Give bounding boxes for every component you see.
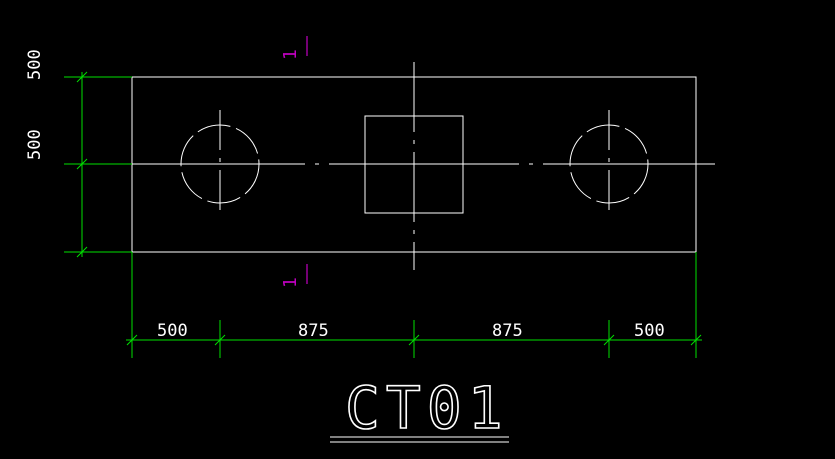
vertical-dimension-2: 500: [25, 129, 45, 160]
pile-right: [569, 110, 649, 218]
pile-left: [180, 110, 260, 218]
drawing-title: CT01: [345, 374, 509, 442]
horizontal-dimension-1: 500: [157, 321, 188, 341]
section-label-top: 1: [280, 49, 301, 60]
horizontal-dimension-4: 500: [634, 321, 665, 341]
vertical-dimension-chain: [64, 71, 132, 258]
horizontal-dimension-chain: [126, 252, 702, 358]
section-marker-bottom: 1: [280, 264, 308, 288]
vertical-dimension-1: 500: [25, 49, 45, 80]
horizontal-dimension-2: 875: [298, 321, 329, 341]
column-outline: [364, 115, 464, 214]
horizontal-dimension-3: 875: [492, 321, 523, 341]
section-label-bottom: 1: [280, 277, 301, 288]
section-marker-top: 1: [280, 36, 308, 60]
